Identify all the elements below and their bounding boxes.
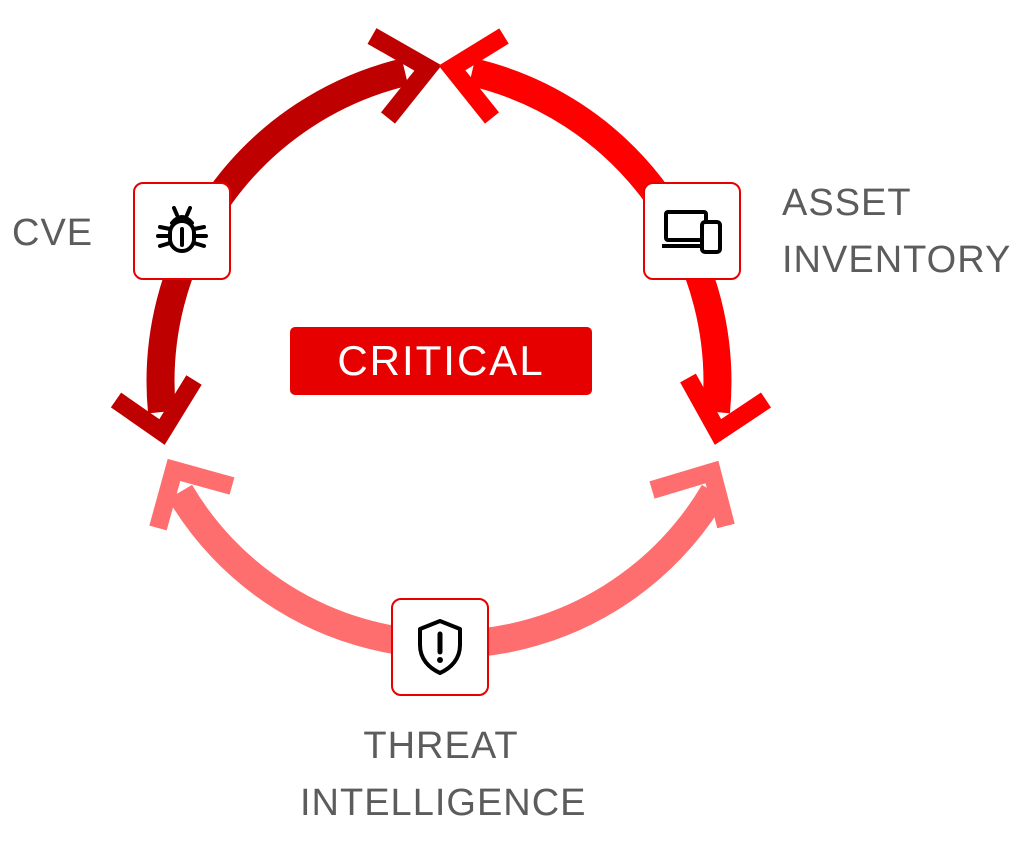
bug-icon — [156, 206, 208, 253]
arrowhead-left-bottom — [110, 375, 202, 445]
arrowhead-bottom-left — [149, 458, 235, 531]
asset-label-line-1: ASSET — [782, 182, 912, 224]
asset-icon-box — [643, 182, 741, 280]
asset-inventory-label: ASSET INVENTORY — [782, 175, 1011, 289]
arrowhead-right-top — [438, 28, 509, 124]
threat-intelligence-label: THREAT INTELLIGENCE — [300, 718, 587, 832]
critical-badge: CRITICAL — [290, 327, 592, 395]
threat-label-line-2: INTELLIGENCE — [300, 782, 587, 824]
cve-label: CVE — [12, 212, 94, 254]
arrowhead-left-top — [367, 28, 442, 124]
threat-icon-box — [391, 598, 489, 696]
arrowhead-right-bottom — [680, 373, 771, 445]
shield-alert-icon — [418, 619, 462, 675]
cve-icon-box — [133, 182, 231, 280]
threat-label-line-1: THREAT — [363, 725, 519, 767]
asset-label-line-2: INVENTORY — [782, 239, 1012, 281]
devices-icon — [662, 210, 722, 254]
arrowhead-bottom-right — [649, 460, 735, 529]
